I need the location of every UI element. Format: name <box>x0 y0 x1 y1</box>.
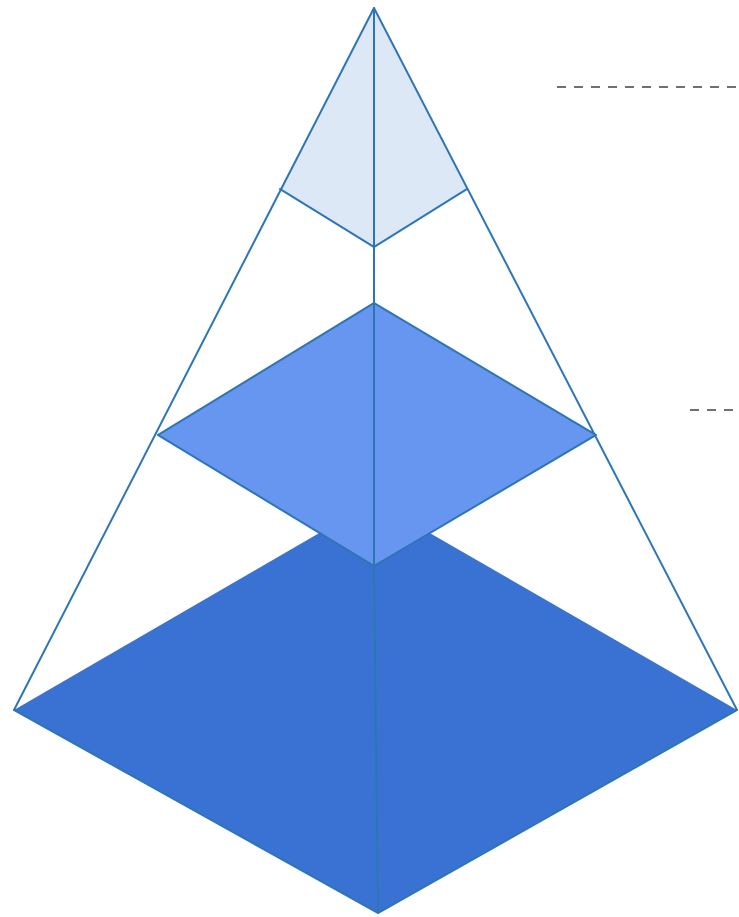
base-layer-left-face <box>14 532 378 913</box>
base-layer-right-face <box>374 532 737 913</box>
middle-layer <box>158 303 596 566</box>
